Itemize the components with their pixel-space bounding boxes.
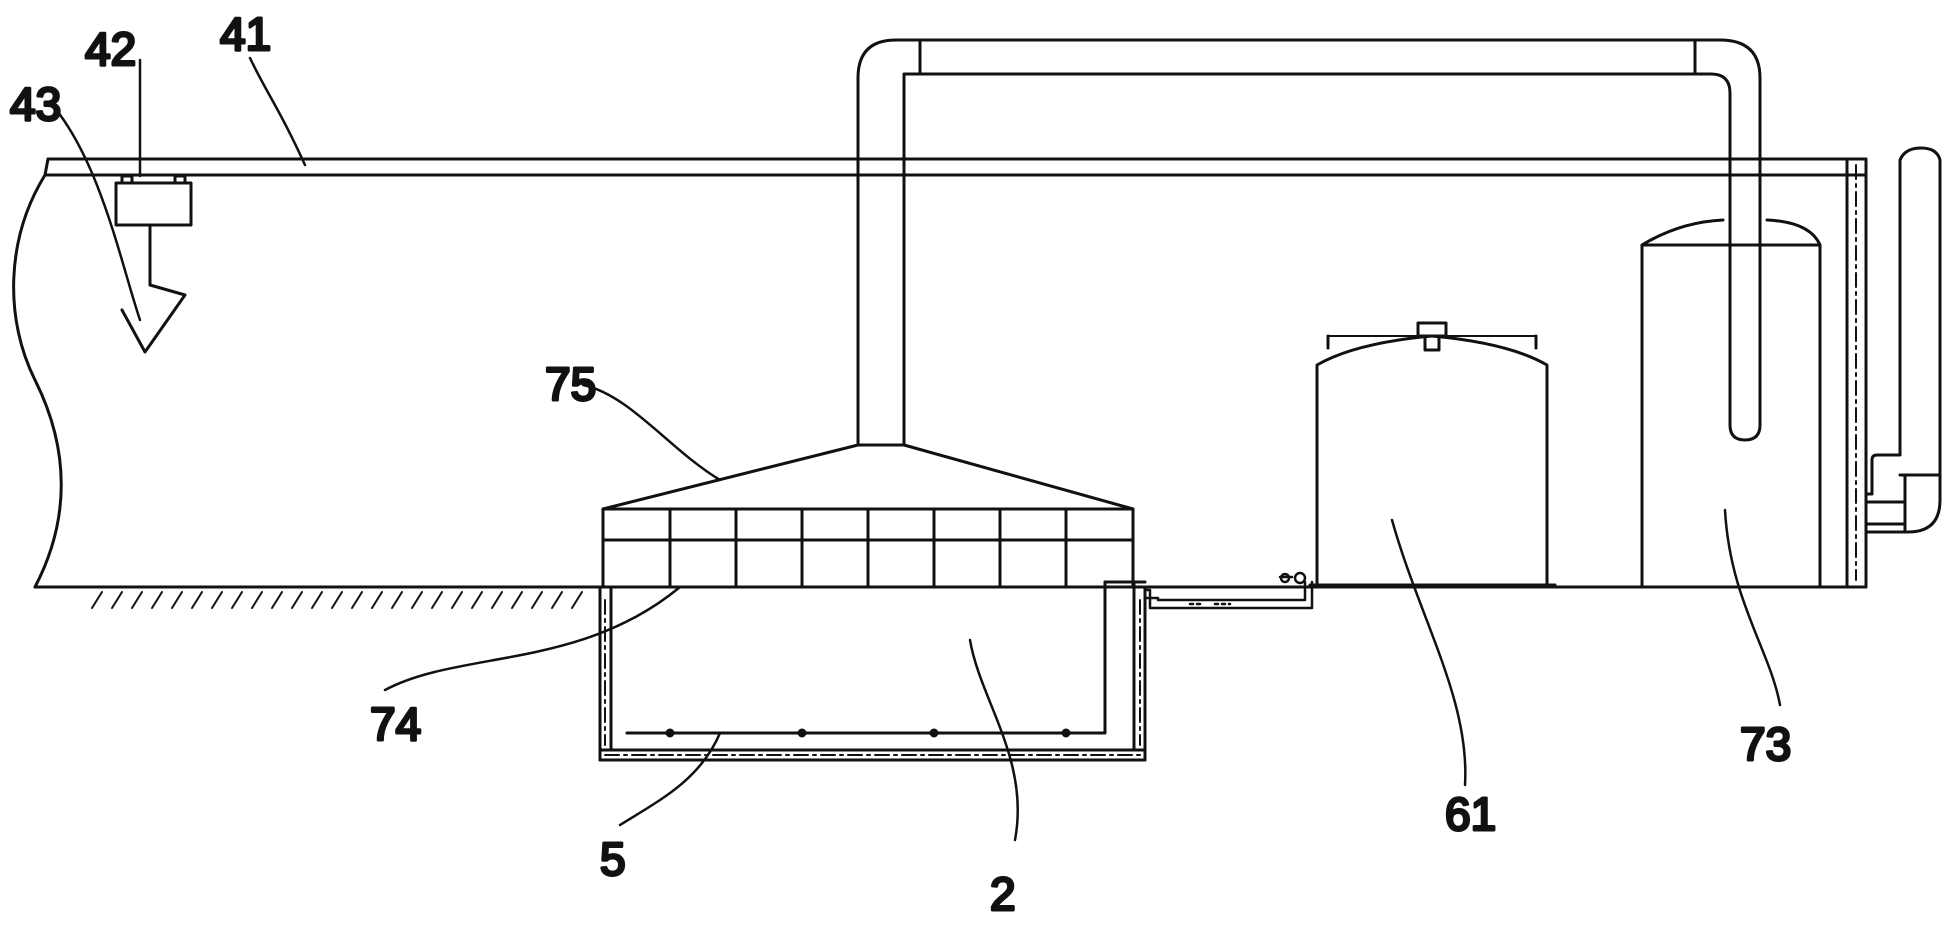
label-5: 5 bbox=[600, 833, 626, 885]
leader-lines bbox=[48, 56, 1782, 842]
part-labels: 41 42 43 75 74 5 2 61 73 bbox=[9, 7, 1793, 922]
label-41: 41 bbox=[220, 8, 271, 60]
right-wall bbox=[1845, 157, 1868, 589]
label-42: 42 bbox=[85, 23, 136, 75]
ground-hatching bbox=[91, 591, 583, 609]
tank-73 bbox=[1640, 218, 1822, 589]
leader-43 bbox=[48, 100, 142, 322]
vent-pipe bbox=[1864, 146, 1942, 534]
leader-5 bbox=[618, 731, 722, 827]
tank-61 bbox=[1308, 321, 1557, 587]
hood-75 bbox=[601, 443, 1135, 511]
nozzle-43 bbox=[120, 283, 187, 354]
leader-74 bbox=[383, 585, 682, 692]
device-42 bbox=[114, 174, 193, 287]
roof-structure bbox=[43, 157, 1868, 177]
exhaust-pipe bbox=[856, 38, 1762, 447]
label-73: 73 bbox=[1740, 718, 1791, 770]
label-61: 61 bbox=[1445, 788, 1496, 840]
label-2: 2 bbox=[990, 868, 1016, 920]
aeration-pipe-5 bbox=[625, 588, 1107, 738]
leader-61 bbox=[1390, 518, 1467, 787]
leader-41 bbox=[248, 56, 307, 167]
connector-pipe bbox=[1143, 571, 1314, 610]
label-74: 74 bbox=[370, 698, 421, 750]
grid-frame-74 bbox=[601, 507, 1135, 589]
label-43: 43 bbox=[10, 78, 61, 130]
left-break-line bbox=[12, 173, 63, 589]
leader-2 bbox=[968, 638, 1020, 842]
label-75: 75 bbox=[545, 358, 596, 410]
leader-75 bbox=[581, 383, 722, 482]
tank-2 bbox=[598, 580, 1147, 762]
leader-73 bbox=[1723, 508, 1782, 707]
